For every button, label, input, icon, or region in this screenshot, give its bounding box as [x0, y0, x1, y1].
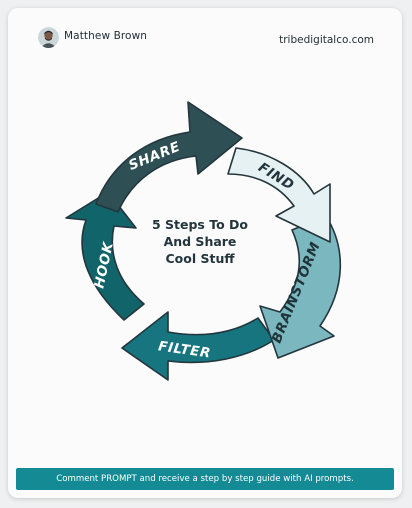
diagram-title-line: And Share	[163, 234, 237, 249]
person-avatar-icon[interactable]	[38, 27, 59, 48]
post-card: Matthew Brown tribedigitalco.com SHARE F…	[8, 8, 402, 498]
diagram-title: 5 Steps To Do And Share Cool Stuff	[138, 216, 262, 267]
find-arrow	[227, 147, 331, 243]
call-to-action-banner[interactable]: Comment PROMPT and receive a step by ste…	[16, 468, 394, 490]
header: Matthew Brown tribedigitalco.com	[8, 8, 402, 68]
diagram-title-line: Cool Stuff	[165, 251, 235, 266]
filter-arrow	[121, 311, 275, 381]
diagram-title-line: 5 Steps To Do	[151, 217, 248, 232]
author-name[interactable]: Matthew Brown	[64, 30, 148, 42]
brainstorm-arrow	[259, 215, 342, 359]
share-arrow	[95, 101, 243, 213]
website-link[interactable]: tribedigitalco.com	[279, 34, 374, 46]
filter-label: FILTER	[157, 338, 212, 361]
cycle-diagram: SHARE FIND BRAINSTORM FILTER HOOK	[65, 101, 342, 381]
